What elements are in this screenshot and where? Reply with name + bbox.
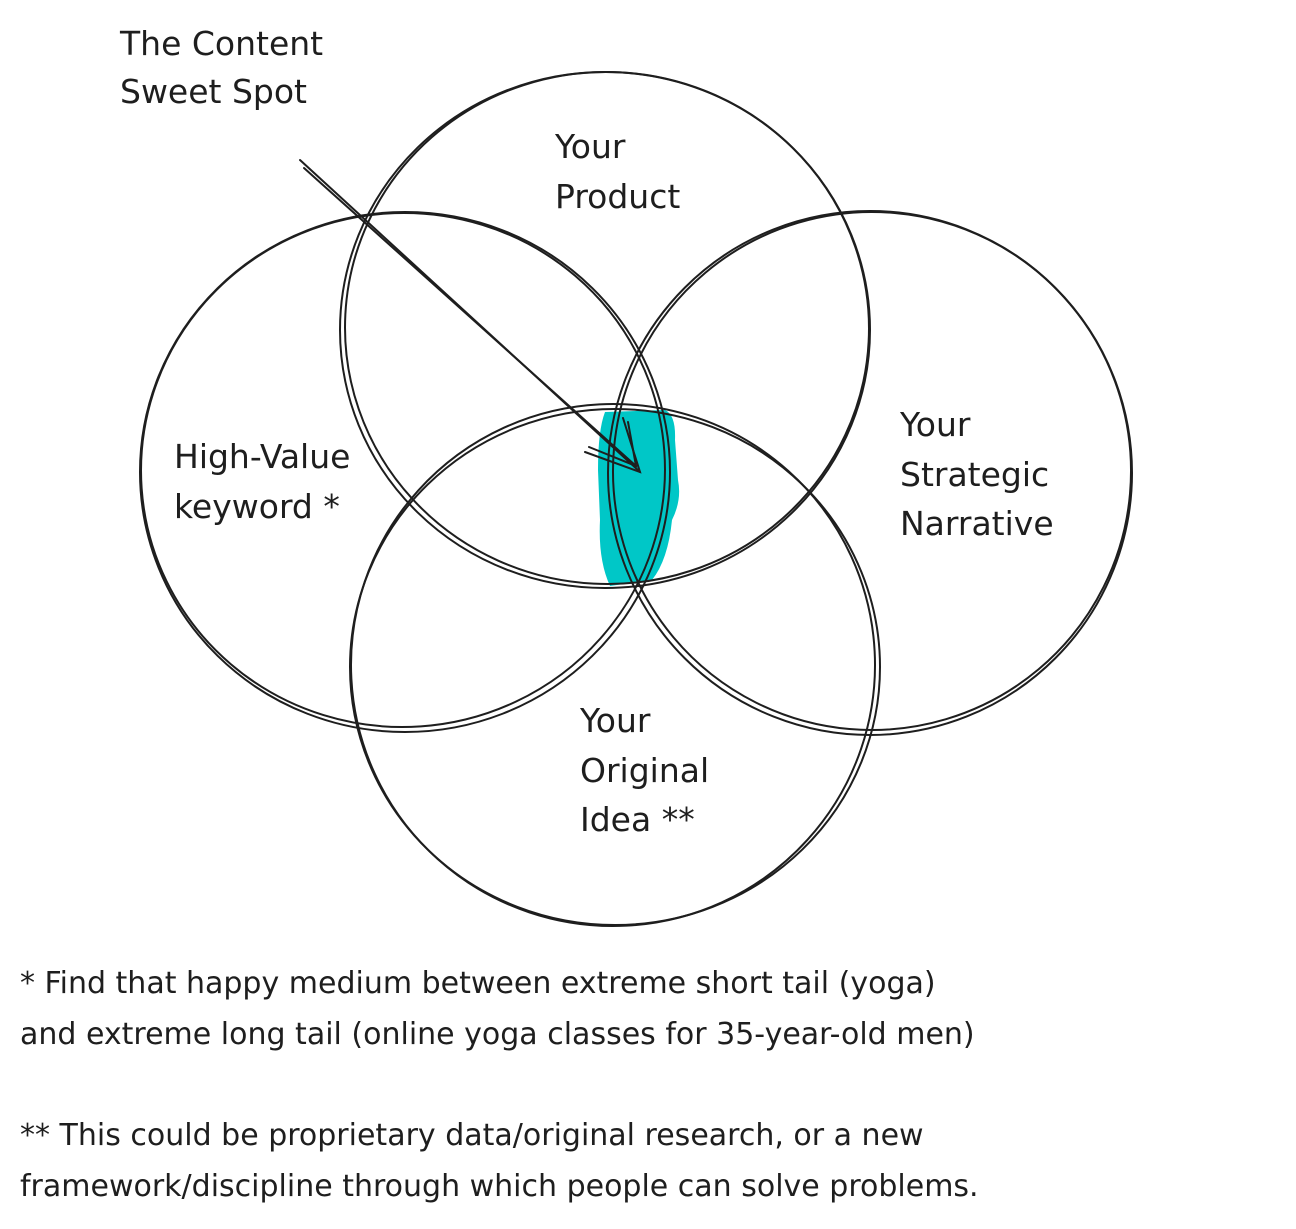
circle-idea	[349, 402, 881, 928]
circle-keyword	[139, 211, 671, 733]
label-narrative: Your Strategic Narrative	[900, 405, 1054, 543]
circle-product	[339, 70, 871, 589]
sweet-spot-highlight	[598, 410, 680, 586]
callout-arrow	[299, 159, 642, 474]
label-product: Your Product	[555, 127, 681, 216]
label-idea: Your Original Idea **	[580, 701, 710, 839]
label-keyword: High-Value keyword *	[174, 437, 351, 526]
footnote-single: * Find that happy medium between extreme…	[20, 966, 975, 1052]
callout-label: The Content Sweet Spot	[120, 24, 324, 111]
footnote-double: ** This could be proprietary data/origin…	[20, 1118, 979, 1204]
